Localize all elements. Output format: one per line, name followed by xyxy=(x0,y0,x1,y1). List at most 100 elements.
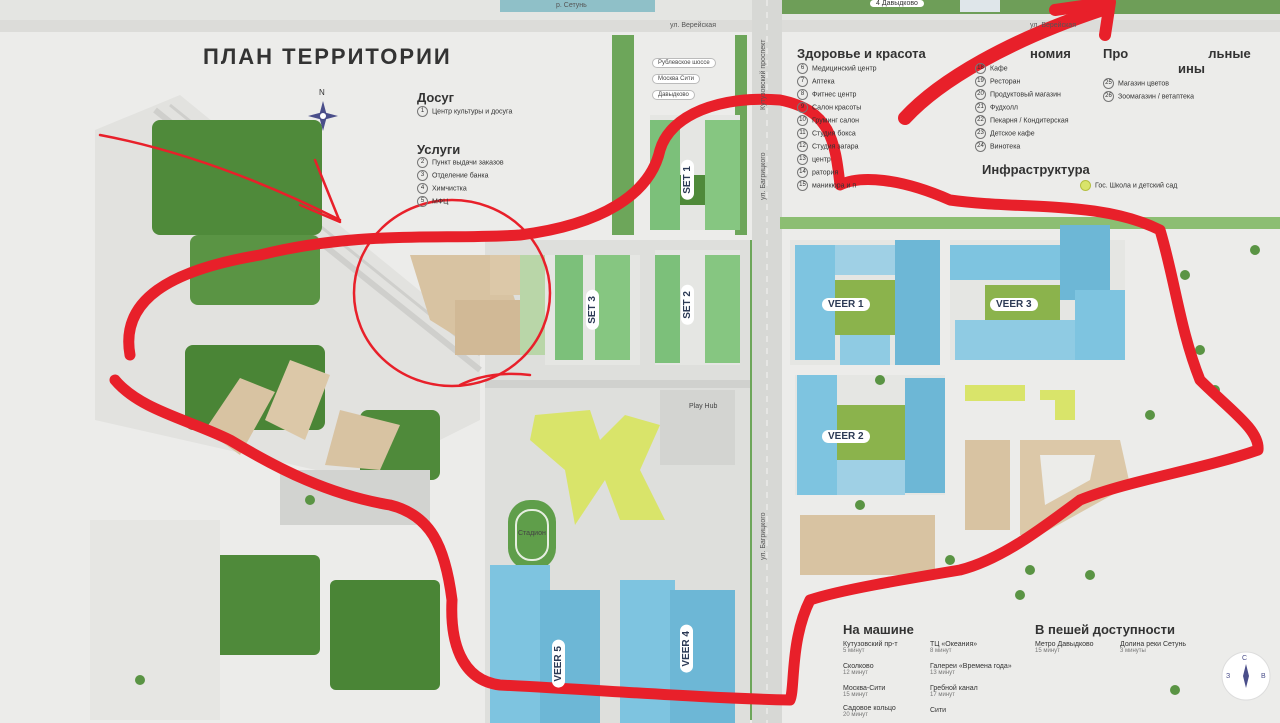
veer3-building xyxy=(1060,225,1110,300)
set3-building xyxy=(555,255,583,360)
beige-building xyxy=(455,300,525,355)
north-compass xyxy=(308,101,338,131)
play-hub-label: Play Hub xyxy=(689,403,718,410)
beige-building xyxy=(965,440,1010,530)
label-veer2: VEER 2 xyxy=(822,430,870,443)
trees xyxy=(135,245,1260,695)
route-chip: Москва Сити xyxy=(652,74,700,84)
forest xyxy=(210,555,320,655)
river-setun xyxy=(500,0,655,12)
river-bend xyxy=(960,0,1000,12)
label-veer1: VEER 1 xyxy=(822,298,870,311)
label-veer5: VEER 5 xyxy=(552,640,565,688)
transport-walk-heading: В пешей доступности xyxy=(1035,622,1175,637)
legend-infra-heading: Инфраструктура xyxy=(982,162,1090,177)
red-arrow-left xyxy=(98,133,342,222)
legend-gastro-heading: номия xyxy=(1030,46,1071,61)
transport-item: Галереи «Времена года»13 минут xyxy=(930,663,1012,676)
beige-building xyxy=(265,360,330,440)
label-set1: SET 1 xyxy=(681,160,694,200)
route-chip: Рублевское шоссе xyxy=(652,58,716,68)
transport-item: ТЦ «Океания»8 минут xyxy=(930,641,978,654)
lot xyxy=(90,520,220,720)
set2-building xyxy=(705,255,740,363)
veer5-building xyxy=(540,590,600,723)
vereyskaya-road xyxy=(0,20,1280,32)
legend-health-heading: Здоровье и красота xyxy=(797,46,926,61)
beige-building xyxy=(325,410,400,470)
page-title: ПЛАН ТЕРРИТОРИИ xyxy=(203,44,452,69)
label-set2: SET 2 xyxy=(681,285,694,325)
top-green-strip xyxy=(780,0,1280,14)
set1-building xyxy=(705,120,740,230)
tree-strip xyxy=(612,35,634,235)
metro-badge: 4 Давыдково xyxy=(870,0,924,7)
beige-building xyxy=(800,515,935,575)
compass-e: В xyxy=(1261,673,1266,680)
road-label-kutuzovsky: Кутузовский проспект xyxy=(760,39,767,110)
veer1-building xyxy=(895,240,940,365)
compass-n: С xyxy=(1242,655,1248,662)
stadium xyxy=(508,500,556,570)
road-label-bagritskogo-2: ул. Багрицкого xyxy=(760,512,767,561)
road-label-vereyskaya: ул. Верейская xyxy=(670,22,716,29)
river-label: р. Сетунь xyxy=(556,2,587,9)
veer2-building xyxy=(905,378,945,493)
beige-building xyxy=(490,255,520,295)
school-icon xyxy=(1080,180,1091,191)
veer3-building xyxy=(950,245,1060,280)
veer4-building xyxy=(620,580,675,723)
legend-services-heading: Услуги xyxy=(417,142,461,157)
label-veer4: VEER 4 xyxy=(680,625,693,673)
school-building xyxy=(530,410,665,525)
legend-item: Гос. Школа и детский сад xyxy=(1080,180,1177,191)
play-hub xyxy=(660,390,735,465)
kindergarten xyxy=(965,385,1025,401)
legend-shops-heading-2: ины xyxy=(1178,61,1205,76)
set3-building xyxy=(595,255,630,360)
set2-building xyxy=(655,255,680,363)
veer3-building xyxy=(1075,290,1125,360)
transport-item: Сити xyxy=(930,707,947,714)
red-arrow-top xyxy=(898,3,1107,125)
forest xyxy=(152,120,322,235)
transport-car-heading: На машине xyxy=(843,622,914,637)
red-annotation xyxy=(98,0,1264,706)
road-label-bagritskogo: ул. Багрицкого xyxy=(760,152,767,201)
route-chip: Давыдково xyxy=(652,90,695,100)
forest xyxy=(330,580,440,690)
compass-w: З xyxy=(1226,673,1231,680)
red-circle xyxy=(352,198,552,388)
label-set3: SET 3 xyxy=(586,290,599,330)
